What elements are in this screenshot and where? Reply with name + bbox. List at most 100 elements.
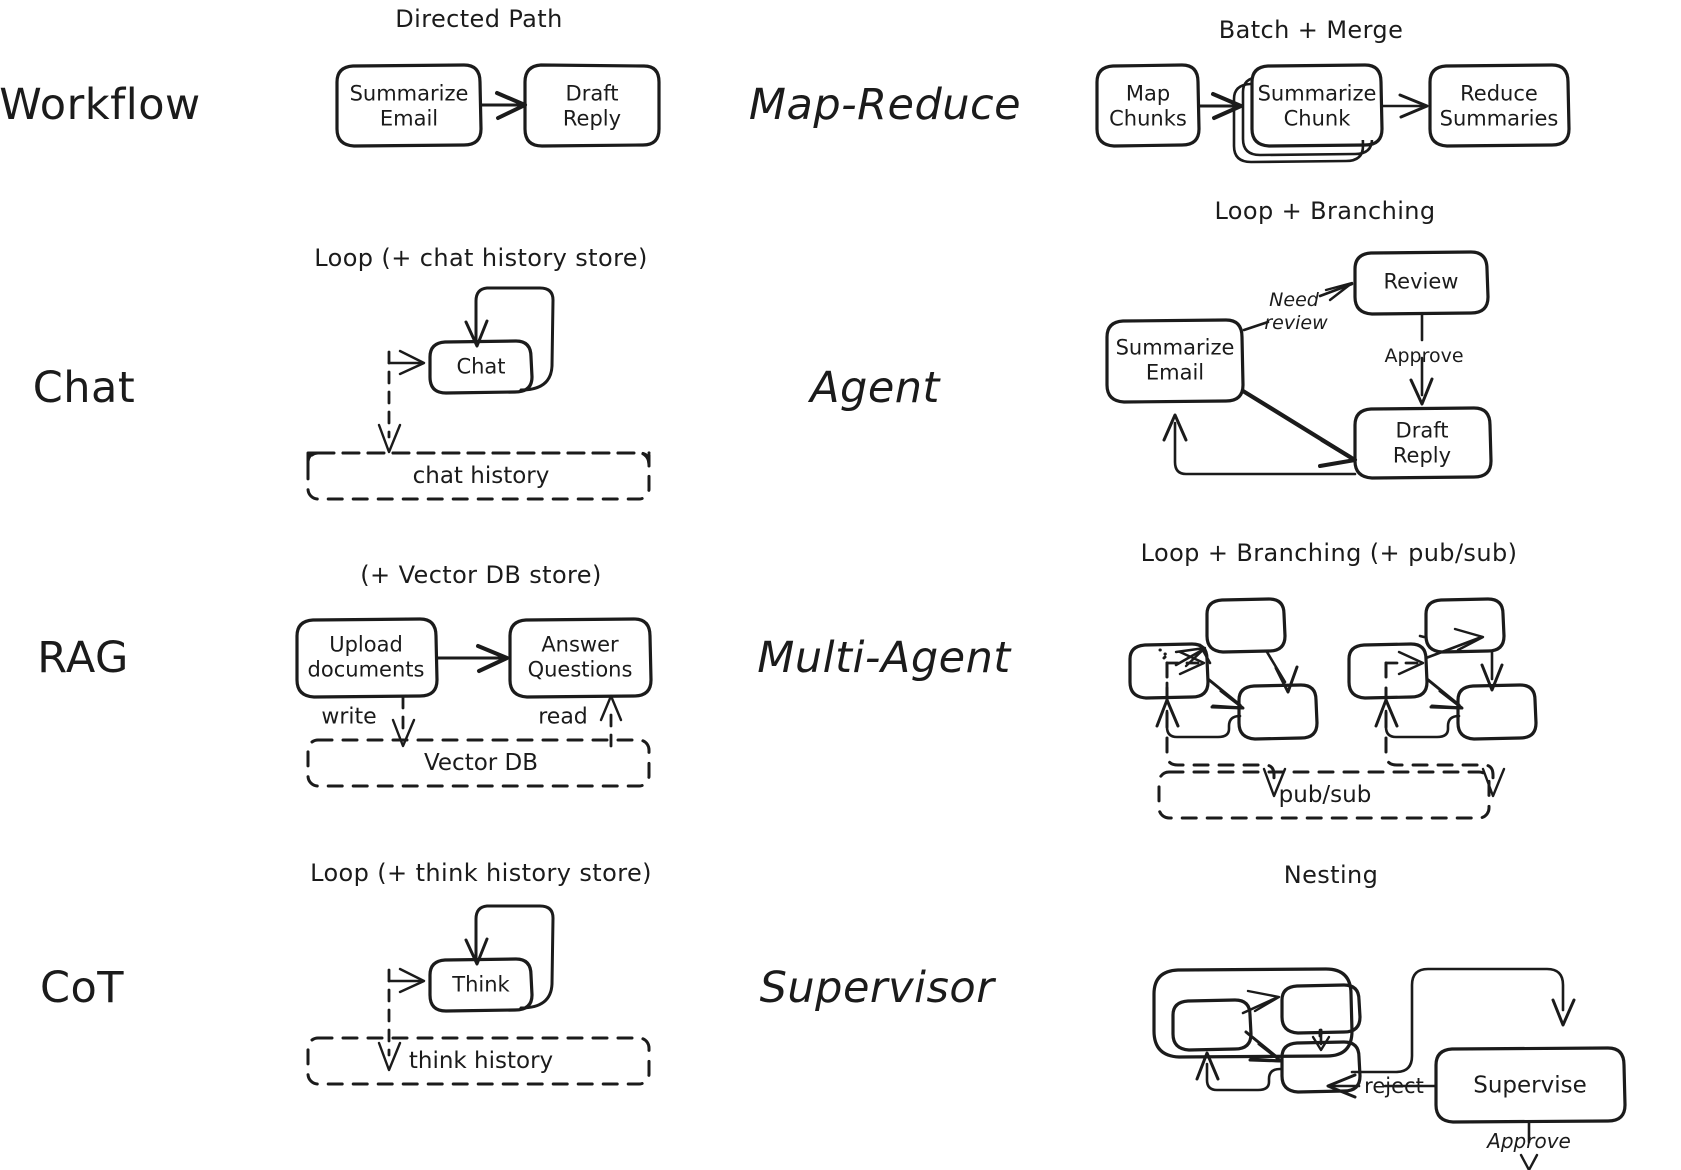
- ma1-node-c-shape: [1237, 683, 1319, 741]
- node-label-reduce-summaries-line1: Reduce: [1460, 81, 1538, 106]
- ma1-dashed-in-arrowhead: [1262, 767, 1287, 798]
- node-label-supervise: Supervise: [1473, 1072, 1587, 1099]
- store-pub-sub-box: [1157, 770, 1491, 820]
- node-label-summarize-chunk-line1: Summarize: [1257, 81, 1377, 106]
- ma1-node-a-shape: [1205, 597, 1287, 654]
- ma2-edge-c-back-to-b: [1384, 709, 1461, 739]
- ma2-node-c-shape: [1456, 683, 1538, 741]
- edge-think-self-loop: [474, 904, 555, 1010]
- multi-agent-graph: [1128, 597, 1538, 820]
- ma2-node-b-shape: [1347, 642, 1429, 700]
- map-reduce-graph: [1095, 63, 1571, 164]
- row-label-agent: Agent: [810, 363, 940, 413]
- ma2-edge-b-to-a-line: [1424, 636, 1481, 660]
- row-label-multi-agent: Multi-Agent: [757, 633, 1011, 683]
- node-map-chunks-shape: [1095, 63, 1201, 148]
- edge-write-arrowhead: [391, 718, 416, 748]
- ma1-edge-c-back-to-b: [1165, 709, 1242, 739]
- edge-supervise-approve-arrowhead: [1519, 1153, 1539, 1170]
- edge-label-need-review-line2: review: [1264, 312, 1328, 334]
- node-agent-draft-reply-shape: [1353, 406, 1493, 480]
- caption-nesting: Nesting: [1283, 861, 1379, 889]
- edge-upload-to-answer-arrowhead: [476, 644, 509, 673]
- node-label-draft-reply-line2: Reply: [562, 106, 622, 131]
- edge-chat-store-arrowhead: [377, 423, 402, 454]
- row-label-cot: CoT: [39, 963, 125, 1013]
- node-label-reduce-summaries-line2: Summaries: [1439, 106, 1559, 131]
- edge-summarize-branch-stub: [1242, 320, 1270, 332]
- chat-graph: [306, 286, 651, 501]
- supervisor-graph: [1152, 967, 1627, 1170]
- edge-chat-in-arrowhead: [398, 349, 426, 376]
- edge-label-approve: Approve: [1384, 345, 1464, 367]
- node-label-draft-reply-line1: Draft: [565, 81, 619, 106]
- node-label-answer-line1: Answer: [541, 632, 619, 657]
- node-summarize-chunk-shape: [1250, 63, 1384, 148]
- edge-label-need-review-line1: Need: [1269, 289, 1319, 311]
- node-label-think: Think: [452, 972, 510, 997]
- supervisor-edge-c-back-to-b: [1205, 1062, 1282, 1092]
- supervisor-group-container: [1152, 967, 1354, 1059]
- agent-graph: [1105, 250, 1493, 480]
- store-label-think-history: think history: [408, 1048, 554, 1074]
- edge-think-self-loop-arrowhead: [464, 937, 489, 966]
- edge-label-write: write: [321, 704, 377, 730]
- caption-loop-chat-history: Loop (+ chat history store): [314, 244, 648, 272]
- node-label-chat: Chat: [456, 354, 506, 379]
- edge-label-reject: reject: [1364, 1074, 1424, 1098]
- node-label-summarize-email-line2: Email: [379, 106, 439, 131]
- node-summarize-email-shape: [335, 63, 483, 148]
- edge-summarize-to-reduce-arrowhead: [1398, 93, 1429, 119]
- supervisor-edge-b-to-a: [1241, 996, 1278, 1015]
- store-label-chat-history: chat history: [412, 463, 550, 489]
- node-chat-shape: [428, 339, 534, 395]
- store-vector-db-box: [306, 738, 651, 788]
- edge-reject-arrowhead: [1326, 1073, 1357, 1099]
- rag-graph: [295, 617, 653, 788]
- edge-group-to-supervise-arrowhead: [1551, 998, 1576, 1027]
- node-label-summarize-email-line1: Summarize: [349, 81, 469, 106]
- node-label-map-chunks-line1: Map: [1125, 81, 1171, 106]
- ma1-dashed-in: [1165, 661, 1276, 784]
- workflow-graph: [335, 63, 661, 148]
- node-reduce-summaries-shape: [1428, 63, 1571, 148]
- node-label-agent-draft-line2: Reply: [1392, 443, 1452, 468]
- node-upload-documents-shape: [295, 617, 439, 699]
- caption-loop-branching: Loop + Branching: [1214, 197, 1436, 225]
- node-think-shape: [428, 957, 534, 1013]
- node-agent-summarize-email-shape: [1105, 318, 1245, 404]
- ma2-dashed-in-arrowhead: [1481, 767, 1506, 798]
- edge-label-approve-supervisor: Approve: [1487, 1129, 1571, 1153]
- node-label-map-chunks-line2: Chunks: [1109, 106, 1187, 131]
- ma2-edge-b-to-a: [1418, 634, 1426, 639]
- node-label-agent-summarize-line1: Summarize: [1115, 335, 1235, 360]
- supervisor-edge-b-to-c-line2: [1248, 1058, 1282, 1063]
- caption-loop-think-history: Loop (+ think history store): [310, 859, 652, 887]
- node-review-shape: [1353, 250, 1490, 316]
- edge-summarize-to-draft-diagonal-arrowhead: [1318, 438, 1357, 468]
- edge-chat-self-loop: [474, 286, 555, 392]
- ma2-edge-a-to-c-arrowhead: [1480, 663, 1504, 692]
- row-label-rag: RAG: [37, 633, 129, 683]
- supervisor-edge-b-to-a-arrowhead: [1246, 989, 1281, 1013]
- ma1-node-b-shape: [1128, 642, 1210, 700]
- edge-think-store-arrowhead: [377, 1041, 402, 1072]
- edge-chat-self-loop-arrowhead: [464, 319, 489, 348]
- node-answer-questions-shape: [508, 617, 653, 699]
- caption-batch-merge: Batch + Merge: [1218, 16, 1404, 44]
- edge-review-to-draft-arrowhead: [1409, 377, 1434, 406]
- edge-read-arrowhead: [599, 694, 623, 722]
- caption-vector-db-store: (+ Vector DB store): [360, 561, 602, 589]
- node-draft-reply-shape: [523, 63, 661, 148]
- node-label-agent-draft-line1: Draft: [1395, 418, 1449, 443]
- edge-draft-to-summarize-feedback: [1173, 421, 1357, 476]
- edge-map-to-summarize-arrowhead: [1211, 92, 1243, 120]
- node-label-answer-line2: Questions: [527, 657, 633, 682]
- store-label-pub-sub: pub/sub: [1278, 782, 1372, 808]
- ma1-edge-b-to-c-line2: [1210, 705, 1244, 710]
- caption-directed-path: Directed Path: [395, 5, 563, 33]
- node-label-summarize-chunk-line2: Chunk: [1283, 106, 1351, 131]
- node-label-review: Review: [1383, 269, 1459, 294]
